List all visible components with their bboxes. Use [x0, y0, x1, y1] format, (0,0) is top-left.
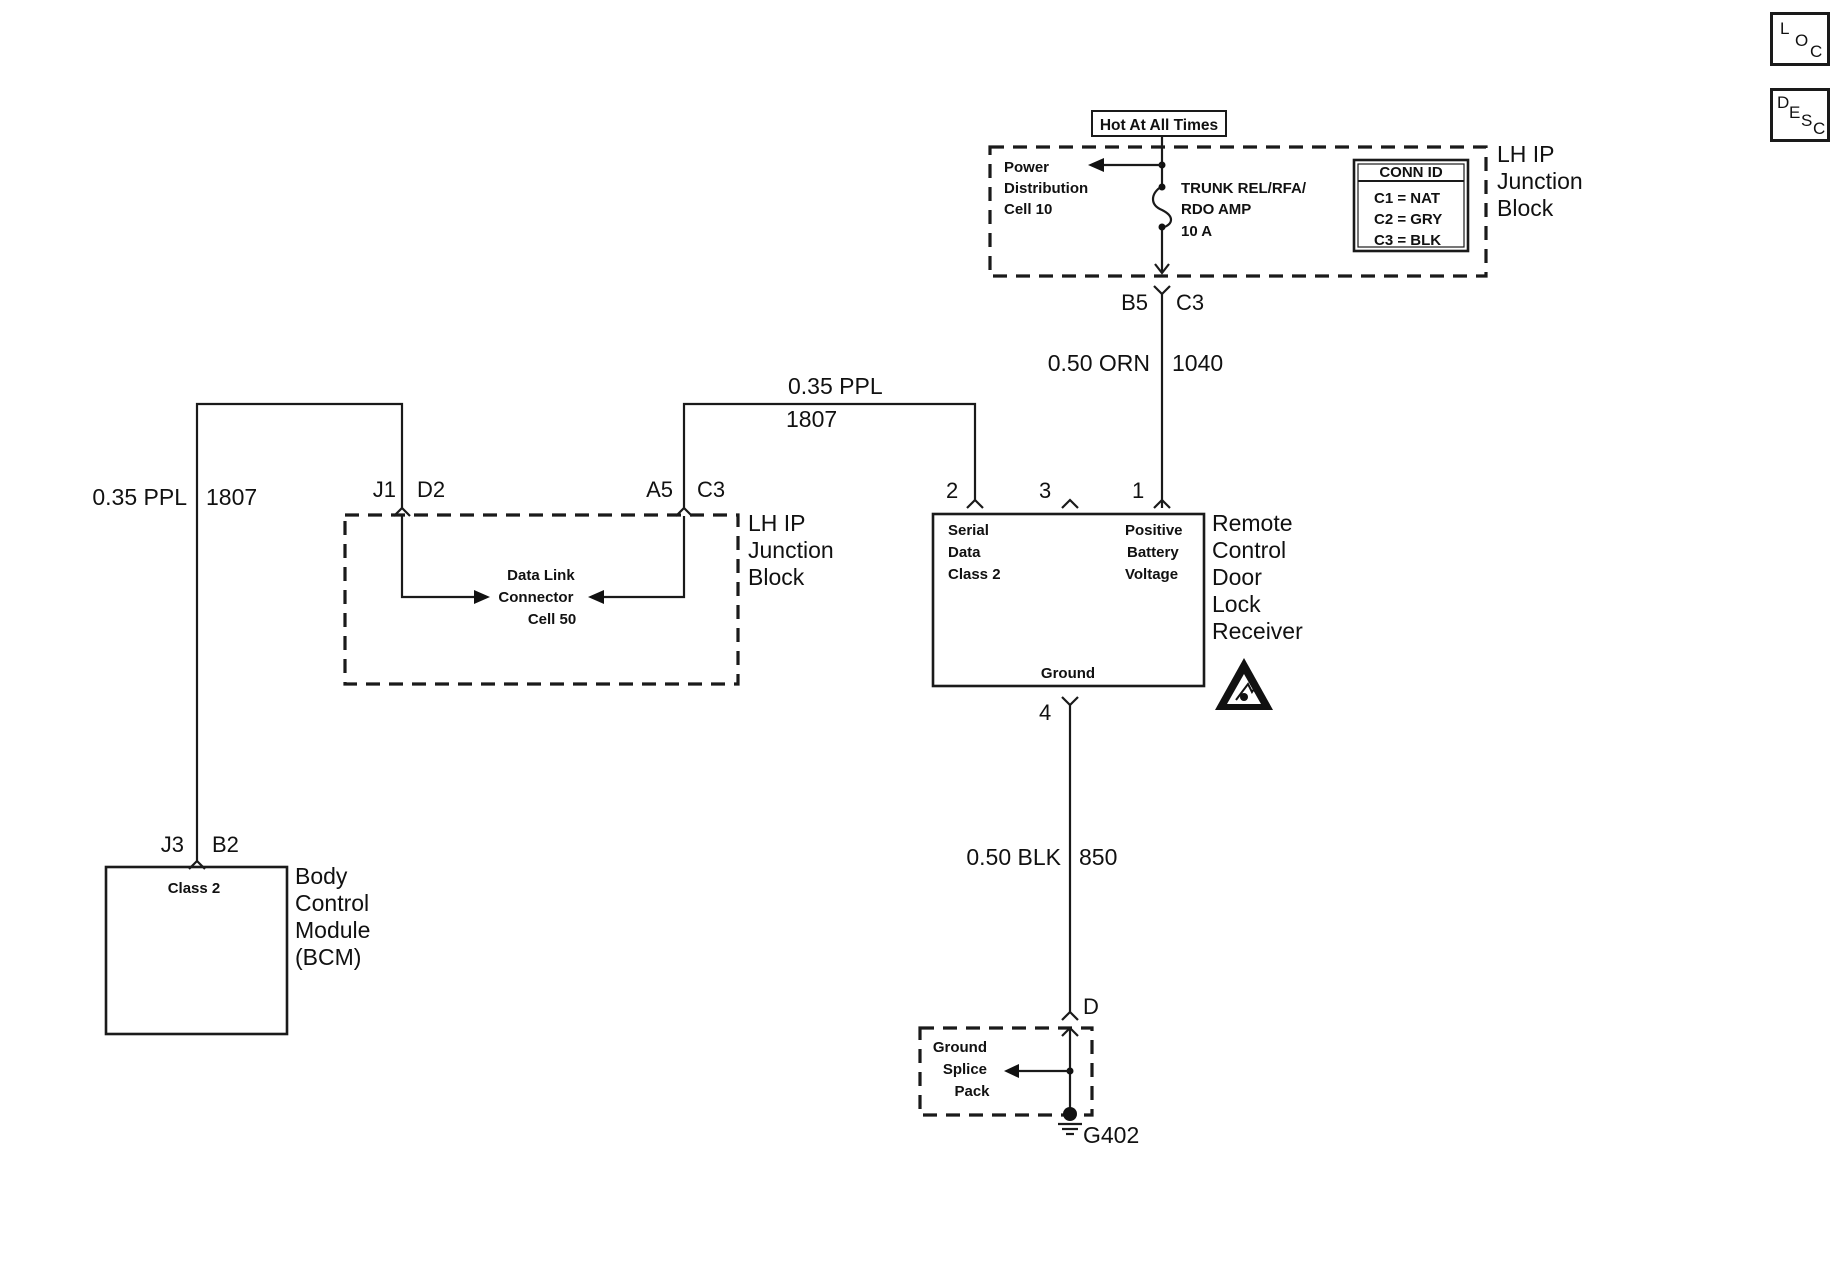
top-junction-block-name: LH IP Junction Block: [1497, 141, 1589, 221]
dlc-pin-d2: D2: [417, 477, 445, 502]
conn-id-title: CONN ID: [1379, 164, 1443, 181]
receiver-serial-data-label: Serial Data Class 2: [948, 522, 1001, 583]
wire-ppl-1807-top: [682, 402, 977, 508]
receiver-name: Remote Control Door Lock Receiver: [1212, 510, 1303, 644]
desc-letter-e: E: [1789, 103, 1801, 122]
dlc-right-arrow-head: [588, 590, 604, 604]
ground-splice-label: Ground Splice Pack: [933, 1039, 991, 1100]
fuse-label: TRUNK REL/RFA/ RDO AMP 10 A: [1181, 180, 1310, 240]
wire-black-circuit: 850: [1079, 844, 1117, 870]
dlc-pin-j1: J1: [373, 477, 396, 502]
description-view-button[interactable]: D E S C: [1770, 88, 1830, 142]
power-distribution-label: Power Distribution Cell 10: [1004, 159, 1092, 218]
wire-left-ppl-circuit: 1807: [206, 484, 257, 510]
wire-ppl-1807-left: [195, 402, 404, 847]
dlc-junction-block-name: LH IP Junction Block: [748, 510, 840, 590]
conn-id-table: [1352, 158, 1470, 253]
dlc-right-wire: [600, 516, 686, 599]
desc-letter-c: C: [1813, 119, 1826, 138]
receiver-pin3-symbol: [1061, 498, 1079, 509]
dlc-left-wire: [400, 516, 478, 599]
receiver-pin4-symbol: [1061, 696, 1079, 707]
wire-top-ppl-circuit: 1807: [786, 406, 837, 432]
dlc-pin-a5-symbol: [675, 506, 693, 517]
bcm-class2-label: Class 2: [168, 880, 221, 897]
bcm-name: Body Control Module (BCM): [295, 863, 377, 970]
pin-c3-top: C3: [1176, 290, 1204, 315]
desc-letter-d: D: [1777, 93, 1790, 112]
location-view-button[interactable]: L O C: [1770, 12, 1830, 66]
bcm-pin-j3: J3: [161, 832, 184, 857]
wire-orange-circuit: 1040: [1172, 350, 1223, 376]
receiver-battery-voltage-label: Positive Battery Voltage: [1125, 522, 1187, 583]
dlc-junction-block-outline: [343, 513, 740, 686]
fuse-icon: [1151, 185, 1173, 230]
ground-splice-arrow-head: [1004, 1064, 1019, 1078]
wire-left-ppl-size: 0.35 PPL: [92, 484, 187, 510]
top-junction-block-outline: [988, 145, 1488, 278]
ground-id-g402: G402: [1083, 1122, 1139, 1148]
dlc-pin-c3: C3: [697, 477, 725, 502]
ground-splice-pin-d: D: [1083, 994, 1099, 1019]
bcm-box: [104, 865, 289, 1036]
fuse-arrow-down: [1154, 263, 1170, 275]
bcm-pin-b2: B2: [212, 832, 239, 857]
receiver-pin2-symbol: [966, 498, 984, 509]
dlc-pin-a5: A5: [646, 477, 673, 502]
loc-letter-o: O: [1795, 31, 1809, 50]
receiver-pin1-symbol: [1153, 498, 1171, 509]
conn-id-rows: C1 = NAT C2 = GRY C3 = BLK: [1374, 190, 1446, 249]
wire-black-size: 0.50 BLK: [966, 844, 1061, 870]
dlc-label: Data Link Connector Cell 50: [498, 567, 578, 628]
hot-at-all-times-box: [1091, 110, 1227, 137]
ground-symbol-icon: [1058, 1107, 1082, 1136]
loc-letter-l: L: [1780, 19, 1790, 38]
loc-letter-c: C: [1810, 42, 1823, 61]
ground-splice-pack-outline: [918, 1026, 1094, 1117]
receiver-ground-label: Ground: [1041, 665, 1095, 682]
receiver-box: [931, 512, 1206, 688]
desc-letter-s: S: [1801, 111, 1813, 130]
receiver-pin1: 1: [1132, 478, 1144, 503]
receiver-pin2: 2: [946, 478, 958, 503]
hot-at-all-times-label: Hot At All Times: [1100, 117, 1218, 134]
receiver-pin4: 4: [1039, 700, 1051, 725]
dlc-left-arrow-head: [474, 590, 490, 604]
wire-top-ppl-size: 0.35 PPL: [788, 373, 883, 399]
pin-b5: B5: [1121, 290, 1148, 315]
wire-orange-size: 0.50 ORN: [1048, 350, 1150, 376]
connector-b5-c3-symbol: [1153, 285, 1171, 296]
conn-id-inner: [1357, 163, 1465, 248]
power-distribution-arrow-head: [1088, 158, 1104, 172]
fuse-bottom-node: [1158, 223, 1166, 231]
ground-splice-pin-d-symbol: [1061, 1010, 1079, 1021]
esd-warning-icon: [1215, 658, 1273, 710]
receiver-pin3: 3: [1039, 478, 1051, 503]
fuse-top-node: [1158, 183, 1166, 191]
